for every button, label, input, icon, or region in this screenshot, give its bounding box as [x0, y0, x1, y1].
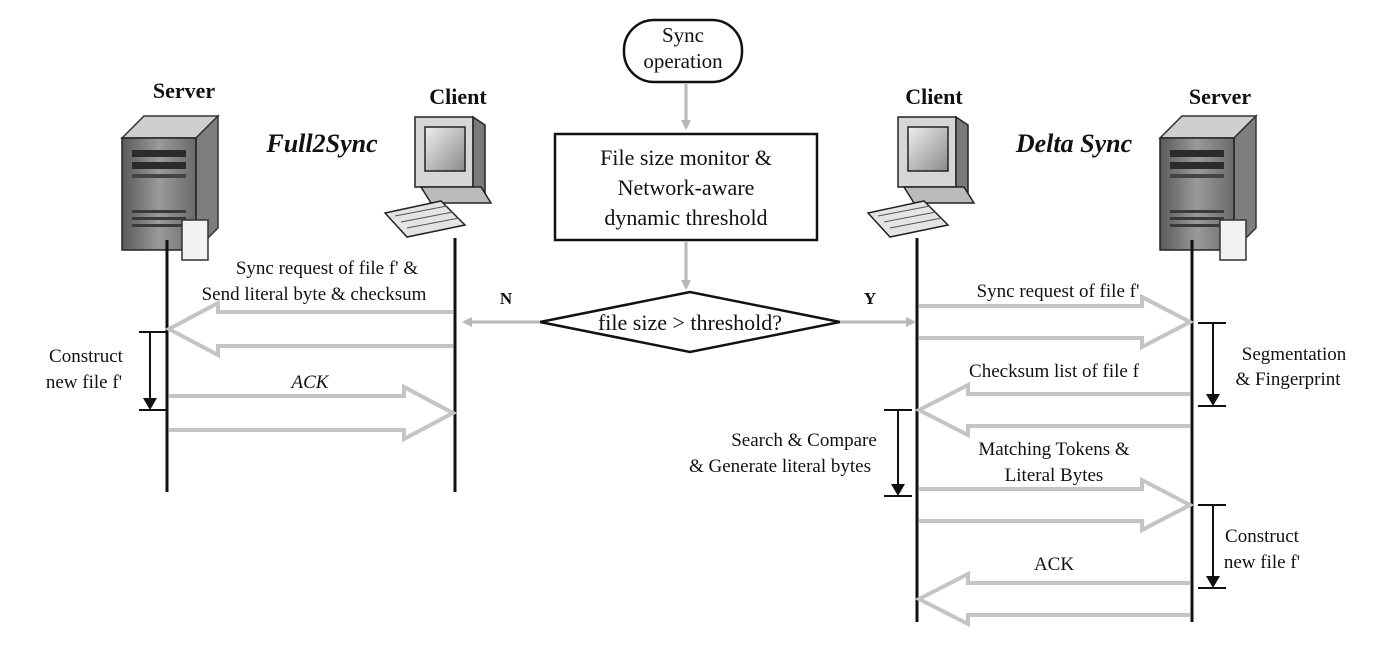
right-seg-note-line2: & Fingerprint [1235, 369, 1341, 390]
left-msg1-line2: Send literal byte & checksum [202, 284, 427, 305]
left-server-icon [121, 115, 219, 261]
monitor-line3: dynamic threshold [604, 205, 767, 230]
left-client-icon [384, 116, 492, 238]
right-msg2-label: Checksum list of file f [969, 361, 1140, 382]
left-ack-arrow [169, 383, 458, 443]
right-msg1-label: Sync request of file f' [977, 281, 1140, 302]
right-sync-request-arrow [919, 293, 1195, 351]
delta-sync-title: Delta Sync [1015, 129, 1133, 158]
decision-label: file size > threshold? [598, 310, 782, 335]
right-ack-arrow [914, 570, 1190, 628]
right-construct-note-line1: Construct [1225, 526, 1300, 547]
right-search-note-line2: & Generate literal bytes [689, 456, 871, 477]
left-construct-note-line1: Construct [49, 346, 124, 367]
right-client-label: Client [905, 84, 963, 109]
monitor-line1: File size monitor & [600, 145, 772, 170]
right-client-icon [867, 116, 975, 238]
left-server-label: Server [153, 78, 216, 103]
full2sync-title: Full2Sync [265, 129, 378, 158]
right-server-label: Server [1189, 84, 1252, 109]
monitor-line2: Network-aware [618, 175, 755, 200]
right-seg-bracket-arrowhead [1206, 394, 1220, 406]
left-ack-label: ACK [290, 372, 330, 393]
file-size-monitor-node [553, 132, 819, 242]
no-branch-label: N [500, 289, 513, 308]
left-construct-bracket-arrowhead [143, 398, 157, 410]
sync-operation-line2: operation [643, 49, 723, 73]
right-matching-tokens-arrow [919, 476, 1195, 534]
right-server-icon [1159, 115, 1257, 261]
right-search-note-line1: Search & Compare [731, 430, 877, 451]
right-search-bracket-arrowhead [891, 484, 905, 496]
left-client-label: Client [429, 84, 487, 109]
right-construct-note-line2: new file f' [1224, 552, 1300, 573]
right-msg3-line1: Matching Tokens & [978, 439, 1130, 460]
left-construct-note-line2: new file f' [46, 372, 122, 393]
right-construct-bracket-arrowhead [1206, 576, 1220, 588]
left-msg1-line1: Sync request of file f' & [236, 258, 419, 279]
right-msg3-line2: Literal Bytes [1005, 465, 1104, 486]
right-msg4-label: ACK [1034, 554, 1074, 575]
left-sync-request-arrow [164, 299, 453, 359]
sync-operation-node [622, 18, 744, 84]
sync-operation-line1: Sync [662, 23, 704, 47]
yes-branch-label: Y [864, 289, 876, 308]
right-checksum-list-arrow [914, 381, 1190, 439]
right-seg-note-line1: Segmentation [1242, 344, 1347, 365]
